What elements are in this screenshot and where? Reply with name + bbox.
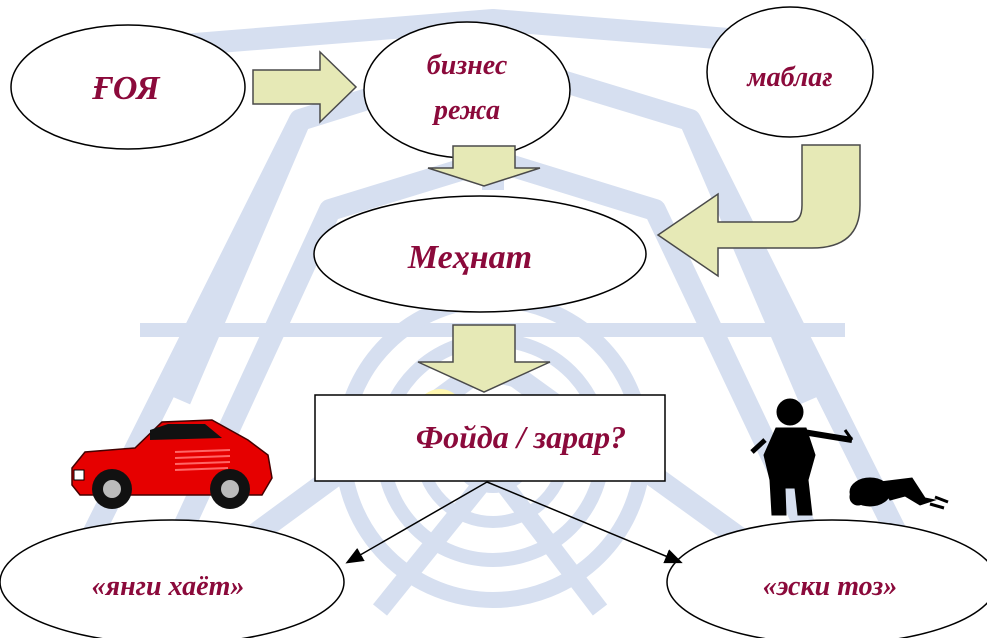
plan-label-line1: бизнес <box>427 50 508 81</box>
labor-node <box>313 195 647 313</box>
arrow-funds-to-labor <box>656 144 861 278</box>
funds-label: маблағ <box>746 62 832 93</box>
arrow-plan-to-labor <box>427 145 541 187</box>
idea-label: ҒОЯ <box>91 70 161 107</box>
funds-node <box>706 6 874 138</box>
bowing-figures-icon <box>750 398 949 516</box>
arrow-labor-to-profit <box>417 324 551 393</box>
plan-label-line2: режа <box>432 95 500 126</box>
idea-node <box>10 24 246 150</box>
red-sports-car-icon <box>71 419 273 509</box>
profit-label: Фойда / зарар? <box>416 419 626 455</box>
new-life-node <box>0 519 345 638</box>
arrow-profit-to-old-dust <box>486 481 683 564</box>
old-dust-label: «эски тоз» <box>763 571 897 602</box>
plan-node <box>363 21 571 159</box>
arrow-profit-to-new-life <box>345 481 488 564</box>
labor-label: Меҳнат <box>407 239 532 276</box>
profit-box <box>314 394 666 482</box>
new-life-label: «янги хаёт» <box>92 571 245 602</box>
arrow-idea-to-plan <box>252 50 358 124</box>
old-dust-node <box>666 519 987 638</box>
